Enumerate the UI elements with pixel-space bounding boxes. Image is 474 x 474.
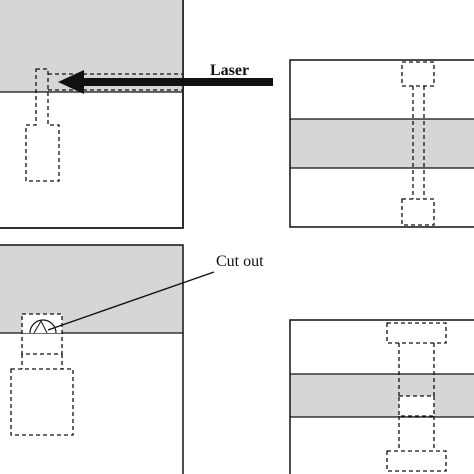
panel-top-right-gray-band [290, 119, 474, 168]
panel-top-right-connector [412, 86, 425, 199]
panel-bottom-right-upper-column [398, 343, 435, 396]
panel-bottom-left-frame [0, 244, 184, 474]
panel-bottom-right [289, 319, 474, 474]
cutout-label: Cut out [216, 253, 264, 270]
panel-top-right-frame [289, 59, 474, 228]
panel-bottom-right-middle-bar [398, 395, 435, 417]
panel-top-left-gray-band [0, 0, 183, 92]
panel-top-left-dashed-structure [25, 68, 60, 182]
panel-top-left [0, 0, 184, 229]
panel-bottom-left [0, 244, 184, 474]
panel-top-right-bottom-pad [401, 198, 435, 226]
panel-bottom-right-gray-band [290, 374, 474, 417]
cutout-pointer-line [47, 271, 215, 331]
panel-top-left-laser-channel [48, 73, 183, 91]
laser-label: Laser [210, 62, 249, 79]
panel-bottom-left-cutout-wedge [33, 319, 48, 334]
panel-top-left-frame [0, 0, 184, 229]
panel-bottom-right-bottom-pad [386, 450, 447, 472]
laser-arrow [58, 70, 273, 94]
panel-bottom-left-cutout-box [21, 313, 63, 355]
panel-bottom-right-top-pad [386, 322, 447, 344]
laser-arrow-head [58, 70, 84, 94]
panel-bottom-right-frame [289, 319, 474, 474]
panel-bottom-left-connector [21, 354, 63, 369]
laser-arrow-shaft [76, 78, 273, 86]
panel-top-right [289, 59, 474, 228]
panel-bottom-left-large-pad [10, 368, 74, 436]
panel-bottom-right-lower-column [398, 416, 435, 451]
panel-top-right-top-pad [401, 61, 435, 87]
